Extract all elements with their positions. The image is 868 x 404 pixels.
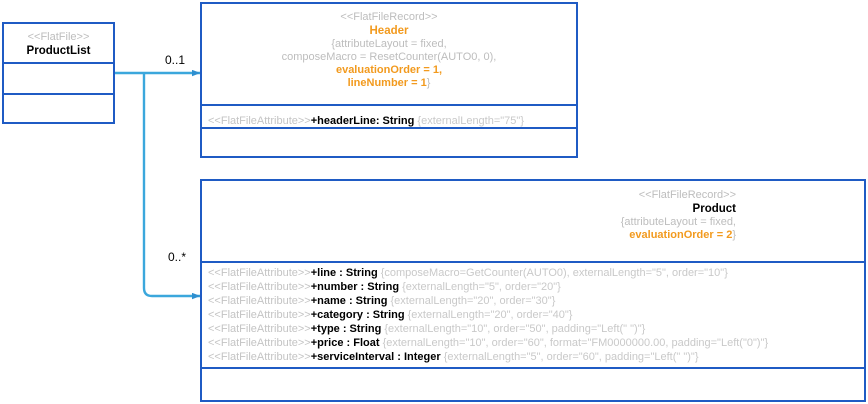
- class-header-attributes: <<FlatFileAttribute>>+headerLine: String…: [202, 104, 576, 127]
- class-header-header: <<FlatFileRecord>> Header {attributeLayo…: [202, 4, 576, 104]
- attribute-number: <<FlatFileAttribute>>+number : String {e…: [208, 281, 561, 293]
- class-productlist-ops-empty: [4, 95, 113, 98]
- attribute-name: <<FlatFileAttribute>>+name : String {ext…: [208, 295, 556, 307]
- class-product[interactable]: <<FlatFileRecord>> Product {attributeLay…: [200, 179, 866, 402]
- class-productlist-header: <<FlatFile>> ProductList: [4, 24, 113, 62]
- class-productlist-stereotype: <<FlatFile>>: [27, 31, 90, 43]
- class-productlist-attr-empty: [4, 64, 113, 67]
- multiplicity-label-header: 0..1: [165, 53, 186, 67]
- attribute-category: <<FlatFileAttribute>>+category : String …: [208, 309, 573, 321]
- class-header-ops-empty: [202, 129, 576, 132]
- class-header[interactable]: <<FlatFileRecord>> Header {attributeLayo…: [200, 2, 578, 158]
- class-header-stereotype: <<FlatFileRecord>>: [340, 11, 438, 23]
- class-product-operations: [202, 367, 864, 400]
- class-header-prop-linenumber: lineNumber = 1}: [347, 77, 431, 89]
- class-header-operations: [202, 127, 576, 156]
- multiplicity-label-product: 0..*: [168, 250, 187, 264]
- class-product-prop-evaluationorder: evaluationOrder = 2}: [629, 229, 736, 241]
- class-header-prop-evaluationorder: evaluationOrder = 1,: [335, 64, 443, 76]
- class-product-ops-empty: [202, 369, 864, 372]
- attribute-headerline: <<FlatFileAttribute>>+headerLine: String…: [202, 106, 576, 127]
- class-header-prop-composemacro: composeMacro = ResetCounter(AUTO0, 0),: [281, 51, 497, 63]
- attribute-headerline-stereotype: <<FlatFileAttribute>>: [208, 115, 311, 127]
- attribute-serviceinterval: <<FlatFileAttribute>>+serviceInterval : …: [208, 351, 699, 363]
- product-attribute-list: <<FlatFileAttribute>>+line : String {com…: [202, 263, 864, 364]
- attribute-line: <<FlatFileAttribute>>+line : String {com…: [208, 267, 728, 279]
- attribute-headerline-signature: +headerLine: String: [310, 115, 415, 127]
- class-product-stereotype: <<FlatFileRecord>>: [638, 189, 736, 201]
- class-product-attributes: <<FlatFileAttribute>>+line : String {com…: [202, 261, 864, 367]
- class-header-prop-attributelayout: {attributeLayout = fixed,: [331, 38, 447, 50]
- class-product-name: Product: [692, 203, 736, 215]
- class-productlist-name: ProductList: [26, 45, 91, 57]
- class-product-header: <<FlatFileRecord>> Product {attributeLay…: [202, 181, 864, 261]
- class-productlist[interactable]: <<FlatFile>> ProductList: [2, 22, 115, 124]
- attribute-price: <<FlatFileAttribute>>+price : Float {ext…: [208, 337, 769, 349]
- class-product-prop-attributelayout: {attributeLayout = fixed,: [620, 216, 736, 228]
- class-productlist-operations: [4, 93, 113, 122]
- class-header-name: Header: [369, 25, 409, 37]
- attribute-type: <<FlatFileAttribute>>+type : String {ext…: [208, 323, 646, 335]
- class-productlist-attributes: [4, 62, 113, 93]
- attribute-headerline-tail: {externalLength="75"}: [414, 115, 524, 127]
